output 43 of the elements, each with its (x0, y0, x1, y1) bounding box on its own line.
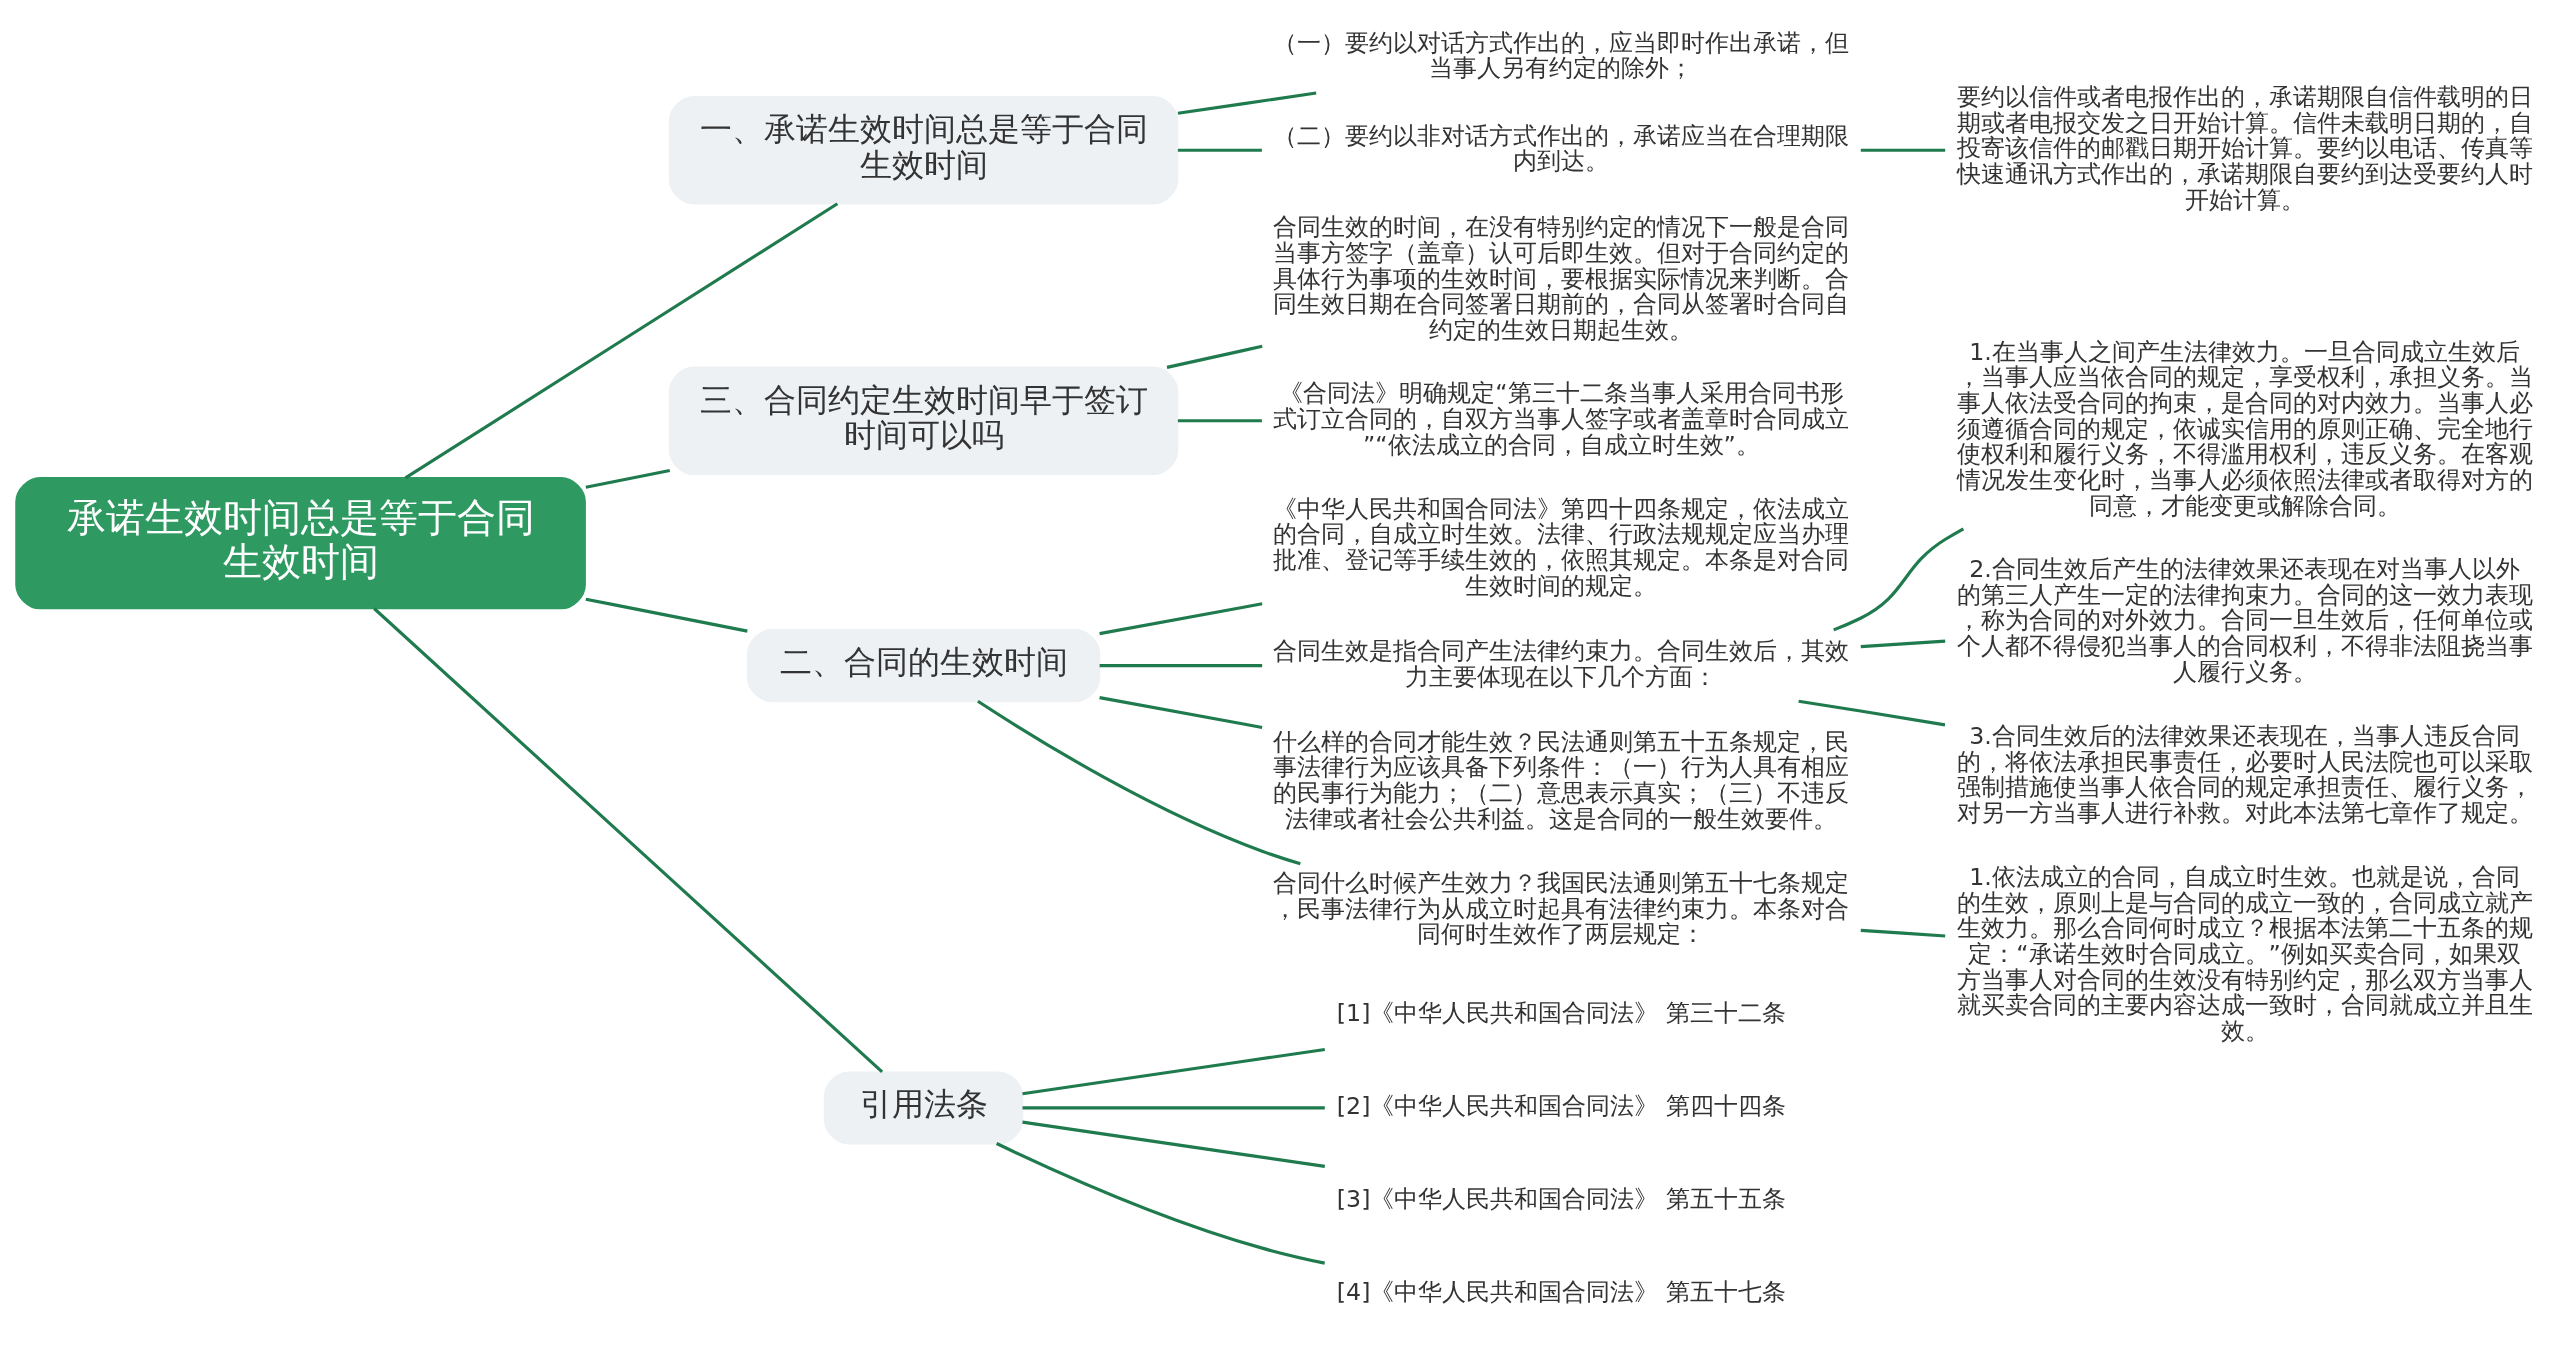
node-text: 合同什么时候产生效力？我国民法通则第五十七条规定，民事法律行为从成立时起具有法律约束力。本条对合同何时生效作了两层规定： (1273, 868, 1850, 948)
node-box: 一、承诺生效时间总是等于合同生效时间 (668, 95, 1179, 205)
connector (404, 201, 839, 479)
node-box: 承诺生效时间总是等于合同生效时间 (15, 476, 586, 609)
connector (1177, 90, 1317, 115)
node-text: [2]《中华人民共和国合同法》 第四十四条 (1336, 1091, 1786, 1120)
connector (1022, 1105, 1325, 1109)
node-text: 2.合同生效后产生的法律效果还表现在对当事人以外的第三人产生一定的法律拘束力。合同的这一效力表现，称为合同的对外效力。合同一旦生效后，任何单位或个人都不得侵犯当事人的合同权利，不得非法阻挠当事人履行义务。 (1956, 554, 2533, 686)
connector (1833, 526, 1965, 631)
node-text: 《中华人民共和国合同法》第四十四条规定，依法成立的合同，自成立时生效。法律、行政法规规定应当办理批准、登记等手续生效的，依照其规定。本条是对合同生效时间的规定。 (1273, 494, 1850, 600)
node-text: 什么样的合同才能生效？民法通则第五十五条规定，民事法律行为应该具备下列条件：（一）行为人具有相应的民事行为能力；（二）意思表示真实；（三）不违反法律或者社会公共利益。这是合同的一般生效要件。 (1273, 727, 1850, 833)
node-text: 《合同法》明确规定“第三十二条当事人采用合同书形式订立合同的，自双方当事人签字或者盖章时合同成立”“依法成立的合同，自成立时生效”。 (1273, 378, 1850, 459)
connector (585, 468, 671, 489)
connector (1166, 344, 1263, 369)
connector (1860, 148, 1946, 152)
node-text: [3]《中华人民共和国合同法》 第五十五条 (1336, 1184, 1786, 1213)
node-text: （一）要约以对话方式作出的，应当即时作出承诺，但当事人另有约定的除外； (1273, 28, 1850, 82)
connector (585, 597, 748, 633)
node-box: 二、合同的生效时间 (746, 628, 1101, 702)
node-text: [4]《中华人民共和国合同法》 第五十七条 (1336, 1277, 1786, 1306)
node-text: 1.在当事人之间产生法律效力。一旦合同成立生效后，当事人应当依合同的规定，享受权利，承担义务。当事人依法受合同的拘束，是合同的对内效力。当事人必须遵循合同的规定，依诚实信用的原则正确、完全地行使权利和履行义务，不得滥用权利，违反义务。在客观情况发生变化时，当事人必须依照法律或者取得对方的同意，才能变更或解除合同。 (1956, 337, 2533, 520)
connector (1860, 928, 1946, 938)
node-text: 要约以信件或者电报作出的，承诺期限自信件载明的日期或者电报交发之日开始计算。信件未载明日期的，自投寄该信件的邮戳日期开始计算。要约以电话、传真等快速通讯方式作出的，承诺期限自要约到达受要约人时开始计算。 (1956, 82, 2533, 214)
connector (995, 1141, 1325, 1265)
connector (1798, 699, 1946, 726)
connector (1099, 601, 1263, 635)
node-box: 三、合同约定生效时间早于签订时间可以吗 (668, 365, 1179, 475)
node-box: 引用法条 (823, 1070, 1024, 1144)
node-text: 合同生效的时间，在没有特别约定的情况下一般是合同当事方签字（盖章）认可后即生效。但对于合同约定的具体行为事项的生效时间，要根据实际情况来判断。合同生效日期在合同签署日期前的，合同从签署时合同自约定的生效日期起生效。 (1273, 212, 1850, 344)
connector (373, 606, 884, 1073)
node-text: 3.合同生效后的法律效果还表现在，当事人违反合同的，将依法承担民事责任，必要时人民法院也可以采取强制措施使当事人依合同的规定承担责任、履行义务，对另一方当事人进行补救。对此本法第七章作了规定。 (1956, 721, 2533, 827)
node-text: （二）要约以非对话方式作出的，承诺应当在合理期限内到达。 (1273, 121, 1850, 175)
node-text: [1]《中华人民共和国合同法》 第三十二条 (1336, 998, 1786, 1027)
connector (1022, 1120, 1326, 1168)
connector (1099, 695, 1263, 729)
connector (1860, 639, 1946, 648)
connector (1177, 148, 1262, 152)
connector (1022, 1047, 1326, 1095)
connector (977, 699, 1301, 865)
connector (1177, 418, 1262, 422)
connector (1099, 663, 1263, 667)
node-text: 合同生效是指合同产生法律约束力。合同生效后，其效力主要体现在以下几个方面： (1273, 636, 1850, 691)
node-text: 1.依法成立的合同，自成立时生效。也就是说，合同的生效，原则上是与合同的成立一致的，合同成立就产生效力。那么合同何时成立？根据本法第二十五条的规定：“承诺生效时合同成立。”例如买卖合同，如果双方当事人对合同的生效没有特别约定，那么双方当事人就买卖合同的主要内容达成一致时，合同就成立并且生效。 (1956, 862, 2533, 1045)
